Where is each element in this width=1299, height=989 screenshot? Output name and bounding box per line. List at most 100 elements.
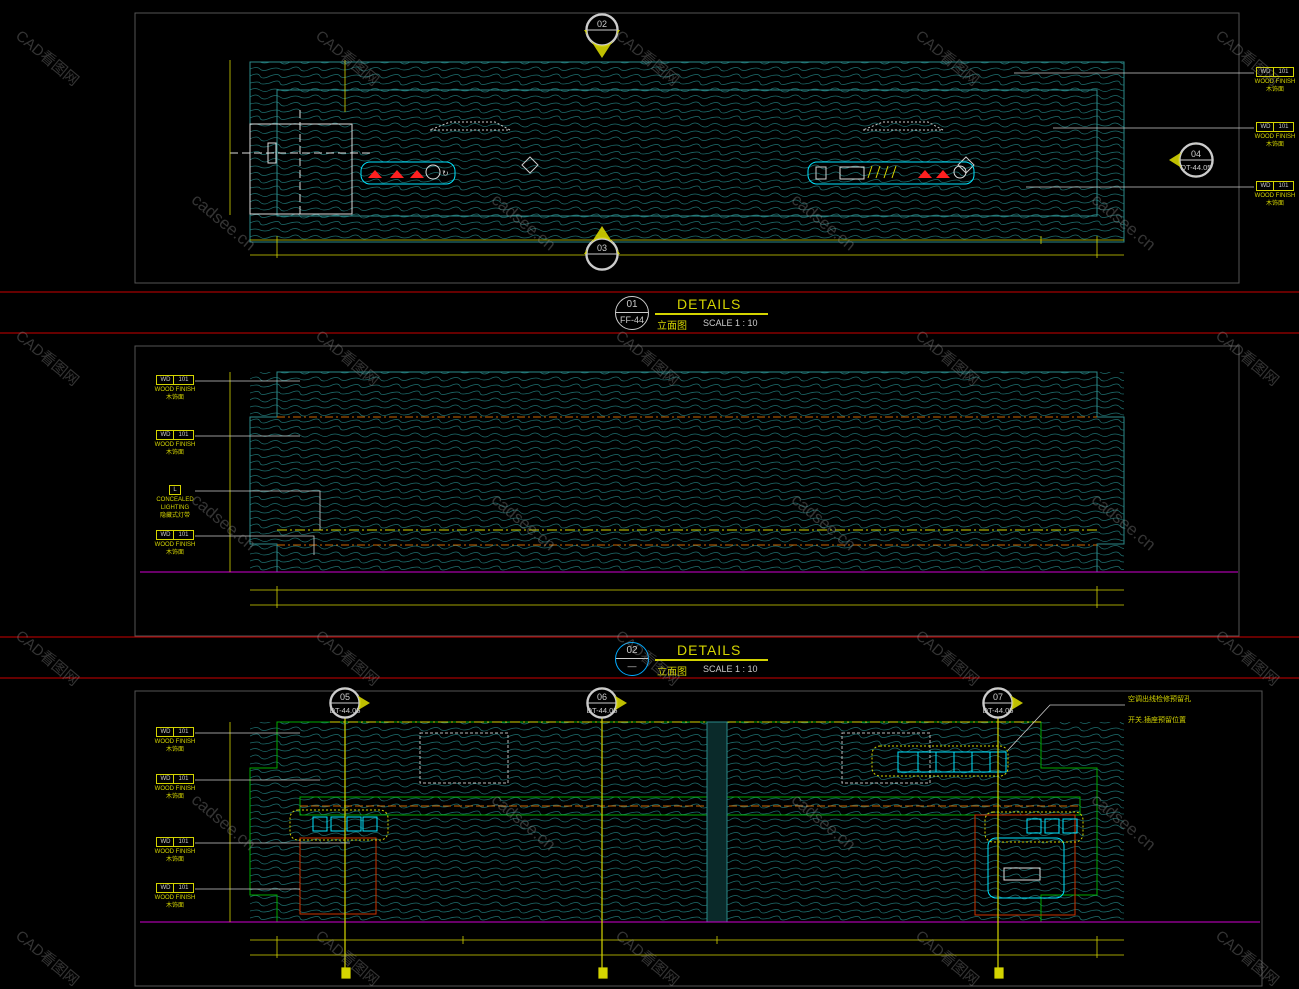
tag-num: 101 [174,530,194,540]
section-markers: 020304DT-44.0505DT-44.0506DT-44.0507DT-4… [329,13,1214,719]
section-marker-m07-ref: DT-44.05 [983,706,1014,715]
tag-en: WOOD FINISH [154,542,196,548]
tag-en: WOOD FINISH [154,387,196,393]
view-title-2-circle [615,642,649,676]
tag-num: 101 [174,727,194,737]
section-marker-m05-ref: DT-44.05 [330,706,361,715]
view-title-2-ref: — [627,661,637,671]
tag-box: L [144,485,206,495]
view-2-dimensions [229,372,1124,608]
annotation-line-1: 空调出线检修预留孔 [1128,696,1191,703]
view-title-1-circle [615,296,649,330]
view-title-1-ref: FF-44 [619,315,644,325]
tag-cn: 木饰面 [165,450,184,456]
tag-num: 101 [174,883,194,893]
tag-en: WOOD FINISH [154,895,196,901]
tag-cn: 木饰面 [165,903,184,909]
section-marker-right-ref: DT-44.05 [1181,163,1212,172]
view-title-1: 01 FF-44 DETAILS 立面图 SCALE 1 : 10 [615,296,775,332]
tag-num: 101 [1274,67,1294,77]
view-title-2-underline [655,659,768,661]
tag-cn: 木饰面 [165,747,184,753]
section-marker-m06-ref: DT-44.05 [587,706,618,715]
view-title-2-num: 02 [626,645,638,656]
fixture-strip-right [807,161,975,185]
view-title-1-underline [655,313,768,315]
tag-cn: 木饰面 [1265,142,1284,148]
tag-num: 101 [174,774,194,784]
tag-num: 101 [174,375,194,385]
sheet-separator-lines [0,291,1299,679]
tag-cn: 木饰面 [165,857,184,863]
tag-cn: 木饰面 [1265,201,1284,207]
tag-num: 101 [1274,122,1294,132]
section-marker-top-num: 02 [597,19,607,29]
tag-code: WD [1256,181,1275,191]
tag-code: WD [156,774,175,784]
view-3-elevation [140,704,1260,979]
svg-text:↻: ↻ [442,169,449,178]
tag-cn: 木饰面 [165,794,184,800]
tag-en: WOOD FINISH [154,849,196,855]
view-1-dimensions [229,60,1124,258]
annotation-view-3: 空调出线检修预留孔 开关,插座预留位置 [1128,694,1191,726]
tag-en: WOOD FINISH [154,786,196,792]
view-title-1-title: DETAILS [677,296,742,312]
tag-cn: 木饰面 [165,550,184,556]
view-title-1-line [616,312,648,313]
section-marker-m05-num: 05 [340,692,350,702]
socket-strip-upper [871,745,1009,777]
fixture-strip-left: ↻ [360,161,456,185]
tag-num: 101 [174,430,194,440]
tag-code: WD [156,375,175,385]
tag-num: 101 [1274,181,1294,191]
tag-code: WD [156,530,175,540]
section-marker-right-num: 04 [1191,149,1201,159]
view-title-2-cn: 立面图 [657,667,687,678]
tag-en: CONCEALED LIGHTING [156,497,194,511]
tag-code: WD [156,727,175,737]
tag-en: WOOD FINISH [1254,79,1296,85]
tag-cn: 木饰面 [1265,87,1284,93]
tag-cn: 木饰面 [165,395,184,401]
view-title-1-num: 01 [626,299,638,310]
section-marker-top: 02 [584,13,620,58]
view-title-2-scale: SCALE 1 : 10 [703,664,758,674]
view-title-2-line [616,658,648,659]
tag-code: WD [1256,67,1275,77]
section-marker-bottom-num: 03 [597,243,607,253]
view-1-plan: ↻ [229,60,1254,258]
tag-en: WOOD FINISH [154,442,196,448]
tag-en: WOOD FINISH [1254,193,1296,199]
section-marker-bottom: 03 [584,226,620,271]
tag-code: WD [156,837,175,847]
tag-cn: 隐藏式灯带 [159,513,190,519]
annotation-line-2: 开关,插座预留位置 [1128,717,1186,724]
lighting-tag-v2: L CONCEALED LIGHTING 隐藏式灯带 [144,485,206,520]
view-title-2: 02 — DETAILS 立面图 SCALE 1 : 10 [615,642,775,678]
